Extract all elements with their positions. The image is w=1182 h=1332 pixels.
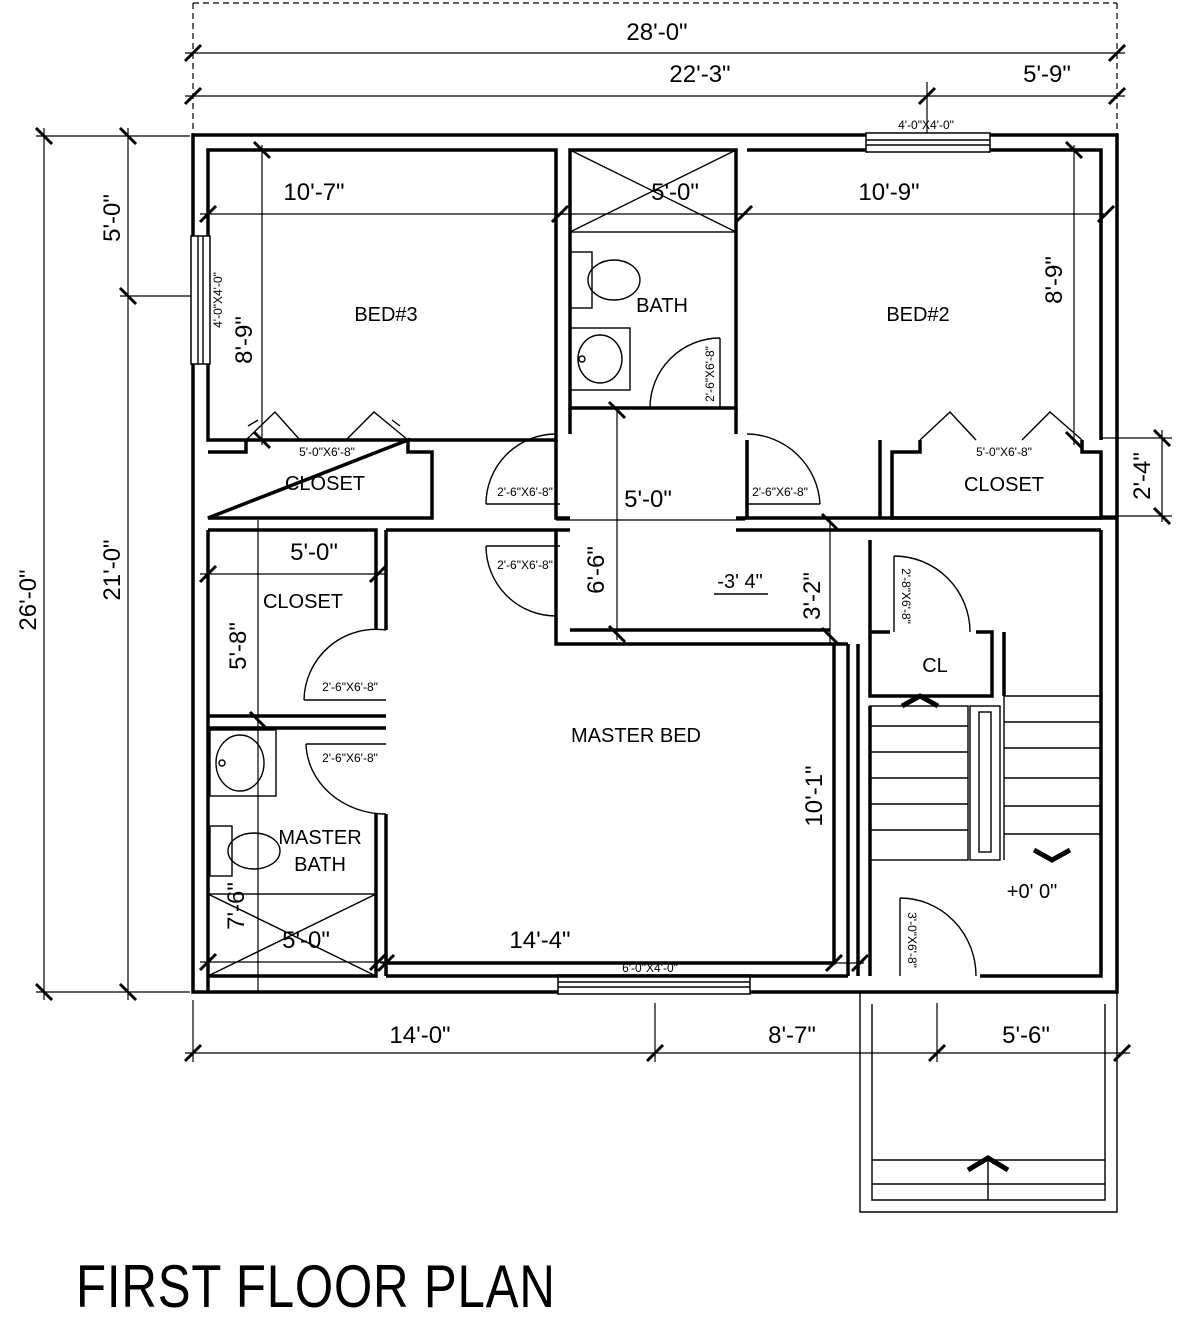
master-depth-label: 10'-1" xyxy=(801,765,828,826)
door-bed2-label: 2'-6"X6'-8" xyxy=(752,485,808,499)
window-left: 4'-0"X4'-0" xyxy=(190,235,225,365)
bath-width-label: 5'-0" xyxy=(651,179,699,206)
master-closet-depth-label: 5'-8" xyxy=(225,622,252,670)
master-bath-depth-label: 7'-6" xyxy=(223,882,250,930)
door-master-label: 2'-6"X6'-8" xyxy=(497,558,553,572)
room-bed2: 10'-9" 8'-9" BED#2 xyxy=(738,140,1116,450)
door-master-closet: 2'-6"X6'-8" xyxy=(303,628,387,701)
room-master-bed: 14'-4" 10'-1" MASTER BED xyxy=(376,644,870,978)
door-entry-label: 3'-0"X6'-8" xyxy=(905,912,919,968)
master-closet-width-label: 5'-0" xyxy=(290,539,338,566)
master-bath-label-2: BATH xyxy=(294,854,346,876)
bed2-depth-label: 8'-9" xyxy=(1041,256,1068,304)
master-closet-label: CLOSET xyxy=(263,591,343,613)
bed2-label: BED#2 xyxy=(886,304,949,326)
door-bed2: 2'-6"X6'-8" xyxy=(746,433,821,505)
closet-right-label: CLOSET xyxy=(964,474,1044,496)
closet-door-right-label: 5'-0"X6'-8" xyxy=(976,445,1032,459)
upper-left-width-label: 22'-3" xyxy=(669,61,730,88)
door-master-bath: 2'-6"X6'-8" xyxy=(305,743,387,815)
entry-steps xyxy=(859,992,1118,1213)
door-bed3-label: 2'-6"X6'-8" xyxy=(497,485,553,499)
cl-label: CL xyxy=(922,655,948,677)
master-bath-sink-icon xyxy=(209,729,277,797)
door-bath: 2'-6"X6'-8" xyxy=(649,337,721,409)
stair-down-arrow-icon xyxy=(1032,847,1072,863)
hall: 5'-0" 6'-6" 3'-2" -3' 4" xyxy=(386,400,1117,646)
bath-toilet-icon xyxy=(569,251,641,309)
door-bath-label: 2'-6"X6'-8" xyxy=(703,346,717,402)
room-master-closet: 5'-0" 5'-8" CLOSET xyxy=(198,520,388,992)
closet-right: 5'-0"X6'-8" CLOSET xyxy=(878,411,1103,520)
room-bath: 5'-0" BATH xyxy=(560,149,754,391)
bed3-label: BED#3 xyxy=(354,304,417,326)
stair-level-label: +0' 0" xyxy=(1007,881,1057,903)
master-width-label: 14'-4" xyxy=(509,927,570,954)
door-master: 2'-6"X6'-8" xyxy=(485,545,560,617)
master-bed-label: MASTER BED xyxy=(571,725,701,747)
bed2-width-label: 10'-9" xyxy=(858,179,919,206)
overall-depth-label: 26'-0" xyxy=(15,569,42,630)
overall-width-label: 28'-0" xyxy=(626,19,687,46)
window-top-right: 4'-0"X4'-0" xyxy=(865,118,991,153)
master-bath-label-1: MASTER xyxy=(278,827,361,849)
door-bed3: 2'-6"X6'-8" xyxy=(485,433,560,505)
bottom-dimensions: 14'-0" 8'-7" 5'-6" xyxy=(183,1000,1132,1063)
door-master-closet-label: 2'-6"X6'-8" xyxy=(322,680,378,694)
right-dimension: 2'-4" xyxy=(1100,428,1172,526)
closet-left: 5'-0"X6'-8" CLOSET xyxy=(207,410,434,520)
bed3-depth-label: 8'-9" xyxy=(231,316,258,364)
closet-cl: 2'-8"X6'-8" CL xyxy=(856,540,1006,976)
window-left-label: 4'-0"X4'-0" xyxy=(211,272,225,328)
master-bath-toilet-icon xyxy=(209,825,281,877)
hall-level-label: -3' 4" xyxy=(717,571,762,593)
bed3-width-label: 10'-7" xyxy=(283,179,344,206)
staircase: +0' 0" xyxy=(868,530,1103,978)
room-master-bath: 5'-0" 7'-6" MASTER BATH xyxy=(198,726,388,978)
room-bed3: 10'-7" 8'-9" BED#3 xyxy=(198,140,570,450)
bottom-left-label: 14'-0" xyxy=(389,1022,450,1049)
hall-step-label: 3'-2" xyxy=(799,572,826,620)
upper-right-width-label: 5'-9" xyxy=(1023,61,1071,88)
hall-width-label: 5'-0" xyxy=(624,486,672,513)
bottom-mid-label: 8'-7" xyxy=(768,1022,816,1049)
entry-up-arrow-icon xyxy=(966,1155,1010,1173)
closet-left-label: CLOSET xyxy=(285,473,365,495)
hall-depth-label: 6'-6" xyxy=(583,546,610,594)
bottom-right-label: 5'-6" xyxy=(1002,1022,1050,1049)
bath-label: BATH xyxy=(636,295,688,317)
closet-depth-right-label: 2'-4" xyxy=(1129,452,1156,500)
master-bath-width-label: 5'-0" xyxy=(282,927,330,954)
window-top-right-label: 4'-0"X4'-0" xyxy=(898,118,954,132)
closet-door-left-label: 5'-0"X6'-8" xyxy=(299,445,355,459)
bath-sink-icon xyxy=(569,327,631,391)
depth-21-label: 21'-0" xyxy=(99,539,126,600)
left-dimensions: 26'-0" 21'-0" 5'-0" xyxy=(15,126,196,1002)
top-dimensions: 28'-0" 22'-3" 5'-9" xyxy=(183,19,1127,140)
top-dashed-extent xyxy=(192,2,1118,135)
door-entry: 3'-0"X6'-8" xyxy=(899,897,977,977)
stair-up-arrow-icon xyxy=(900,693,940,709)
depth-5-label: 5'-0" xyxy=(99,194,126,242)
door-master-bath-label: 2'-6"X6'-8" xyxy=(322,751,378,765)
plan-title: FIRST FLOOR PLAN xyxy=(76,1253,556,1320)
door-cl-label: 2'-8"X6'-8" xyxy=(899,568,913,624)
